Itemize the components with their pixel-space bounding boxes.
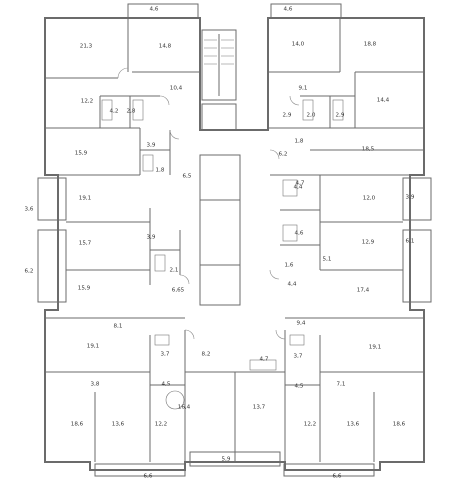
room-area-label-r23: 16,4 [178,405,191,411]
room-area-label-r21: 4,5 [162,382,171,388]
room-area-label-r3: 12,2 [81,99,93,105]
balcony-area-label-b1: 4,6 [150,7,159,13]
room-area-label-r22: 8,2 [202,352,211,358]
room-area-label-r16: 6,65 [172,288,185,294]
room-area-label-r29: 18,8 [364,42,377,48]
room-area-label-r52: 7,1 [337,382,346,388]
room-area-label-r55: 18,6 [393,422,406,428]
room-area-label-r32: 2,9 [283,113,292,119]
room-area-label-r44: 5,1 [323,257,332,263]
room-area-label-r9: 1,8 [156,168,165,174]
room-area-label-r7: 15,9 [75,151,88,157]
staircase [201,29,237,101]
room-area-label-r20: 3,8 [91,382,100,388]
room-area-label-r30: 9,1 [299,86,308,92]
room-area-label-r48: 4,7 [260,357,269,363]
fixtures [101,99,344,410]
room-area-label-r5: 2,8 [127,109,136,115]
room-area-label-r4: 4,2 [110,109,119,115]
exterior-walls [44,17,425,471]
room-area-label-r10: 6,5 [183,174,192,180]
room-area-label-r26: 12,2 [155,422,167,428]
room-area-label-r31: 14,4 [377,98,390,104]
room-area-label-r50: 19,1 [369,345,382,351]
room-area-label-r11: 19,1 [79,196,92,202]
room-area-label-r14: 2,1 [170,268,179,274]
room-area-label-r41: 4,6 [295,231,304,237]
room-area-label-r2: 14,8 [159,44,172,50]
room-area-label-r8: 3,9 [147,143,156,149]
room-labels: 21,3 14,8 12,2 4,2 2,8 10,4 15,9 3,9 1,8 6,5 19,1 1… [71,42,406,428]
room-area-label-r40: 12,0 [363,196,376,202]
room-area-label-r6: 10,4 [170,86,183,92]
balcony-area-label-b6: 6,1 [406,239,415,245]
balcony-labels: 4,6 4,6 3,6 6,2 3,9 6,1 5,9 6,6 6,6 [25,7,415,480]
room-area-label-r17: 8,1 [114,324,123,330]
room-area-label-r38: 4,4 [294,185,303,191]
room-area-label-r37: 18,5 [362,147,375,153]
room-area-label-r53: 12,2 [304,422,316,428]
room-area-label-r27: 13,7 [253,405,266,411]
room-area-label-r1: 21,3 [80,44,93,50]
doors [117,67,300,340]
interior-walls [45,18,424,462]
balcony-area-label-b3: 3,6 [25,207,34,213]
balcony-area-label-b5: 3,9 [406,195,415,201]
room-area-label-r28: 14,0 [292,42,305,48]
balcony-area-label-b8: 6,6 [144,474,153,480]
room-area-label-r47: 9,4 [297,321,306,327]
room-area-label-r36: 6,2 [279,152,288,158]
room-area-label-r15: 15,9 [78,286,91,292]
room-area-label-r45: 4,4 [288,282,297,288]
balcony-area-label-b2: 4,6 [284,7,293,13]
room-area-label-r19: 3,7 [161,352,170,358]
room-area-label-r12: 15,7 [79,241,92,247]
room-area-label-r42: 12,9 [362,240,375,246]
room-area-label-r24: 18,6 [71,422,84,428]
room-area-label-r51: 4,5 [295,384,304,390]
room-area-label-r43: 1,6 [285,263,294,269]
room-area-label-r34: 2,9 [336,113,345,119]
room-area-label-r54: 13,6 [347,422,360,428]
room-area-label-r13: 3,9 [147,235,156,241]
room-area-label-r49: 3,7 [294,354,303,360]
room-area-label-r39: 4,7 [296,181,305,187]
room-area-label-r18: 19,1 [87,344,100,350]
room-area-label-r46: 17,4 [357,288,370,294]
balcony-area-label-b7: 5,9 [222,457,231,463]
room-area-label-r33: 2,0 [307,113,316,119]
balcony-area-label-b9: 6,6 [333,474,342,480]
room-area-label-r35: 1,8 [295,139,304,145]
balcony-area-label-b4: 6,2 [25,269,34,275]
room-area-label-r25: 13,6 [112,422,125,428]
